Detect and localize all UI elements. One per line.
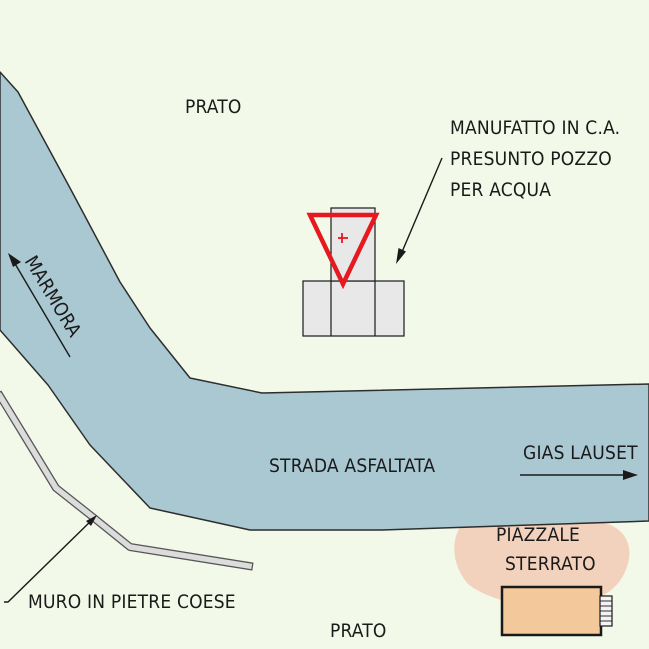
structure-leader-arrowhead: [396, 248, 406, 264]
stone-wall: [0, 392, 253, 570]
label-prato-top: PRATO: [185, 96, 242, 118]
label-sterrato: STERRATO: [505, 553, 596, 575]
wall-leader-line: [4, 517, 95, 603]
label-manufatto-line3: PER ACQUA: [450, 179, 552, 201]
label-piazzale: PIAZZALE: [496, 524, 581, 546]
tank-structure: [500, 585, 613, 637]
label-manufatto-line1: MANUFATTO IN C.A.: [450, 117, 621, 139]
marmora-direction-arrow: [13, 261, 71, 358]
warning-triangle-icon: [306, 212, 380, 290]
structure-well: [330, 207, 376, 282]
structure-leader-line: [398, 157, 443, 260]
cross-marker-icon: [338, 233, 348, 243]
label-gias-lauset: GIAS LAUSET: [523, 442, 638, 464]
label-manufatto-line2: PRESUNTO POZZO: [450, 148, 612, 170]
concrete-structure: [302, 207, 405, 337]
label-prato-bottom: PRATO: [330, 620, 387, 642]
gias-lauset-arrowhead: [623, 470, 638, 480]
asphalt-road: [0, 71, 649, 531]
wall-leader-arrowhead: [86, 515, 97, 526]
structure-base: [302, 280, 405, 337]
tank-body: [500, 585, 603, 637]
gravel-lot-area: [454, 514, 630, 607]
label-strada-asfaltata: STRADA ASFALTATA: [269, 455, 436, 477]
label-muro-in-pietre-coese: MURO IN PIETRE COESE: [28, 591, 236, 613]
marmora-arrowhead: [8, 253, 21, 267]
